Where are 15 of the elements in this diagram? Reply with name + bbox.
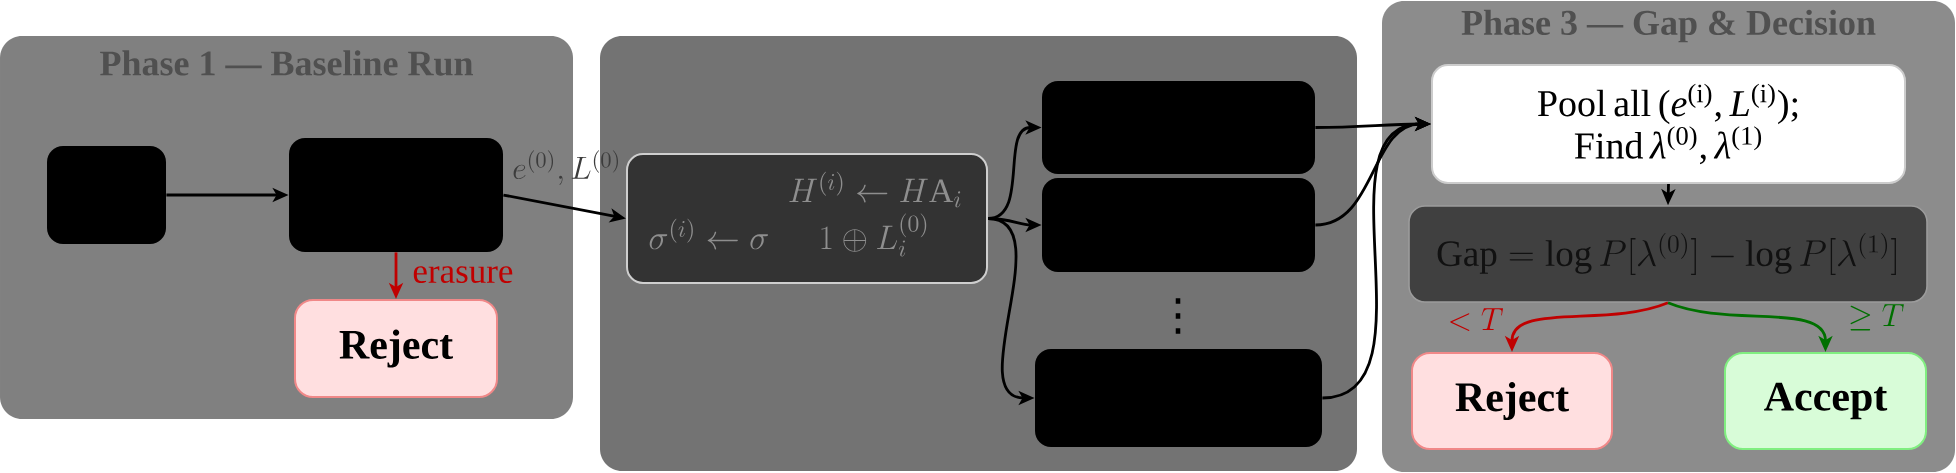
edge-label: $\geq T$ — [1850, 304, 1904, 331]
process-box: $H^{(i)} \leftarrow H\mathrm{A}_i$ $\sigma^{(i)} \leftarrow \sigma$ $1\oplus L_i^{(0)}$ — [626, 153, 988, 284]
ellipsis: ⋮ — [1175, 298, 1181, 334]
outcome-box: Reject — [1411, 352, 1613, 450]
panel-title: Phase 3 — Gap & Decision — [1461, 9, 1876, 43]
outcome-box: Accept — [1724, 352, 1927, 450]
outcome-box: Reject — [294, 299, 498, 398]
process-box — [1042, 178, 1315, 272]
process-box: Pool all (e$^{(i)}$, L$^{(i)}$); Find λ$^{(0)}$, λ$^{(1)}$ — [1431, 64, 1906, 184]
process-box — [1042, 81, 1315, 174]
process-box — [47, 146, 166, 244]
process-box — [1035, 349, 1322, 447]
process-box — [289, 138, 503, 252]
edge-label: erasure — [413, 266, 513, 284]
edge-label: $< T$ — [1450, 308, 1503, 331]
